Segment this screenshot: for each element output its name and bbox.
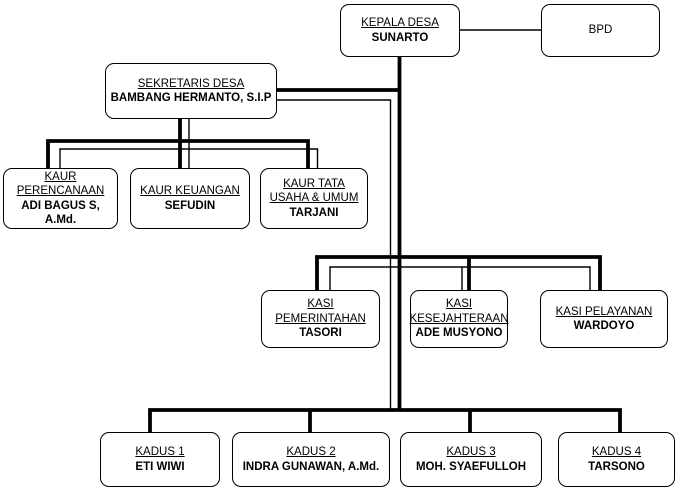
node-title: KAUR TATA USAHA & UMUM <box>269 177 359 205</box>
node-person-name: TARJANI <box>289 206 339 219</box>
org-node-kadus-2: KADUS 2 INDRA GUNAWAN, A.Md. <box>232 432 390 487</box>
node-title: KASI KESEJAHTERAAN <box>409 298 509 325</box>
node-title: KAUR KEUANGAN <box>140 185 240 198</box>
node-title: KEPALA DESA <box>361 17 439 30</box>
node-title: KADUS 4 <box>591 446 642 459</box>
node-title: KAUR PERENCANAAN <box>16 170 105 198</box>
org-node-kepala-desa: KEPALA DESA SUNARTO <box>340 4 460 57</box>
node-title: KASI PELAYANAN <box>555 305 653 318</box>
org-node-kasi-pemerintahan: KASI PEMERINTAHAN TASORI <box>261 290 380 348</box>
org-node-kadus-1: KADUS 1 ETI WIWI <box>100 432 220 487</box>
node-person-name: TASORI <box>299 327 342 340</box>
connector-kadus-rail-thick <box>148 408 622 432</box>
org-node-sekretaris-desa: SEKRETARIS DESA BAMBANG HERMANTO, S.I.P <box>105 63 277 119</box>
org-node-bpd: BPD <box>541 4 660 57</box>
node-title: KADUS 3 <box>446 446 496 459</box>
org-node-kaur-perencanaan: KAUR PERENCANAAN ADI BAGUS S, A.Md. <box>3 168 118 229</box>
node-person-name: WARDOYO <box>573 320 635 332</box>
connector-kaur-rail-thick <box>46 119 310 168</box>
node-person-name: BAMBANG HERMANTO, S.I.P <box>110 92 272 104</box>
org-node-kaur-keuangan: KAUR KEUANGAN SEFUDIN <box>130 168 250 229</box>
node-title: KASI PEMERINTAHAN <box>275 298 366 325</box>
node-title: KADUS 2 <box>286 446 336 459</box>
node-person-name: ETI WIWI <box>135 460 185 473</box>
org-node-kasi-pelayanan: KASI PELAYANAN WARDOYO <box>540 290 668 348</box>
org-node-kadus-3: KADUS 3 MOH. SYAEFULLOH <box>400 432 542 487</box>
node-person-name: ADI BAGUS S, A.Md. <box>21 199 100 226</box>
node-person-name: SUNARTO <box>371 31 429 44</box>
node-person-name: MOH. SYAEFULLOH <box>415 460 527 473</box>
connector-kasi-rail-thin <box>329 266 591 290</box>
node-person-name: INDRA GUNAWAN, A.Md. <box>242 460 380 473</box>
node-person-name: ADE MUSYONO <box>415 327 503 340</box>
connector-sekretaris-thin-trunk <box>277 99 392 410</box>
node-title: SEKRETARIS DESA <box>137 77 245 90</box>
node-title: KADUS 1 <box>135 446 185 459</box>
node-title: BPD <box>588 24 613 37</box>
node-person-name: SEFUDIN <box>164 199 216 212</box>
connector-kasi-rail-thick <box>315 255 602 290</box>
org-node-kadus-4: KADUS 4 TARSONO <box>558 432 675 487</box>
org-node-kaur-tata-usaha: KAUR TATA USAHA & UMUM TARJANI <box>260 168 368 229</box>
org-node-kasi-kesejahteraan: KASI KESEJAHTERAAN ADE MUSYONO <box>409 290 509 348</box>
connector-kaur-rail-thin <box>59 119 319 168</box>
node-person-name: TARSONO <box>588 460 645 473</box>
